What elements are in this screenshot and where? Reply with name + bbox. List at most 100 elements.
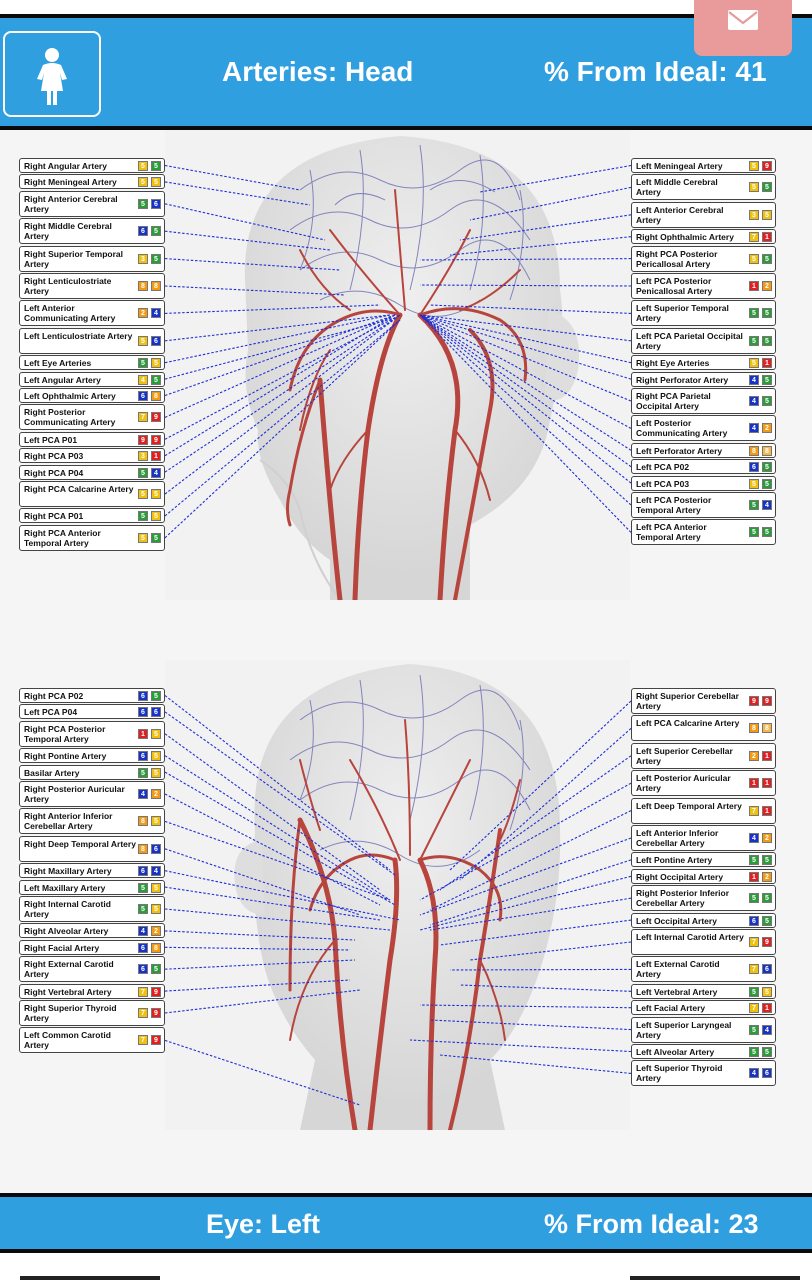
score-badge: 6 xyxy=(762,964,772,975)
score-badge: 5 xyxy=(138,161,148,171)
artery-name: Right Vertebral Artery xyxy=(24,986,112,997)
artery-label[interactable]: Right Anterior Inferior Cerebellar Arter… xyxy=(19,808,165,835)
leader-line xyxy=(164,258,341,271)
person-button[interactable] xyxy=(3,31,101,117)
score-badge: 4 xyxy=(762,500,772,510)
score-badge: 6 xyxy=(138,226,148,237)
score-badge: 5 xyxy=(138,335,148,346)
score-badge: 2 xyxy=(138,308,148,319)
score-badge: 7 xyxy=(138,1035,148,1046)
artery-name: Right Middle Cerebral Artery xyxy=(24,221,112,242)
leader-line xyxy=(459,984,632,992)
artery-name: Left PCA P02 xyxy=(636,462,690,473)
artery-name: Left PCA Parietal Occipital Artery xyxy=(636,330,743,351)
artery-name: Right PCA P04 xyxy=(24,467,84,478)
score-badge: 5 xyxy=(151,691,161,701)
artery-name: Left Alveolar Artery xyxy=(636,1047,715,1057)
artery-label[interactable]: Right Posterior Inferior Cerebellar Arte… xyxy=(631,885,776,912)
artery-name: Right PCA Calcarine Artery xyxy=(24,484,134,494)
score-badge: 5 xyxy=(762,182,772,193)
score-badge: 3 xyxy=(138,451,148,462)
leader-line xyxy=(164,181,311,206)
leader-line xyxy=(429,304,632,314)
artery-name: Left Pontine Artery xyxy=(636,855,713,866)
artery-name: Right PCA Anterior Temporal Artery xyxy=(24,527,101,548)
email-button[interactable] xyxy=(694,0,792,56)
artery-name: Left Superior Temporal Artery xyxy=(636,303,729,324)
artery-label[interactable]: Left Anterior Inferior Cerebellar Artery… xyxy=(631,825,776,851)
leader-line xyxy=(419,314,632,429)
person-icon xyxy=(37,48,67,105)
leader-line xyxy=(164,230,331,251)
score-badge: 2 xyxy=(762,871,772,882)
leader-line xyxy=(439,1054,632,1074)
